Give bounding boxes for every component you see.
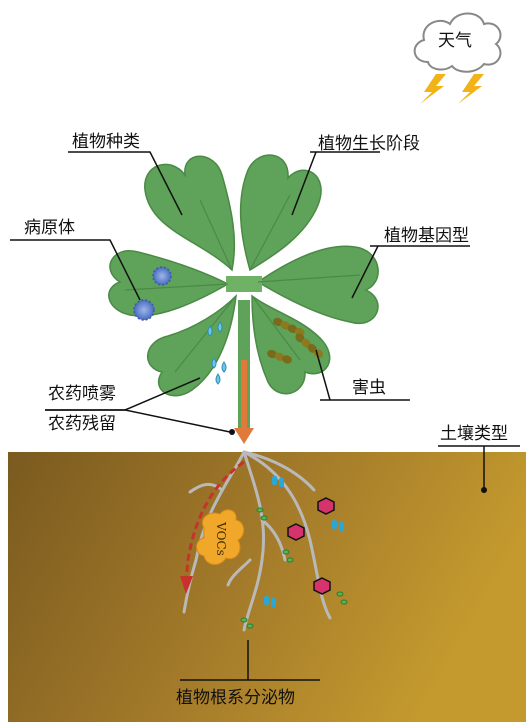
genotype-label: 植物基因型 [384, 226, 469, 246]
growth-stage-label: 植物生长阶段 [318, 134, 420, 154]
stem-arrow [234, 360, 254, 444]
soil-layer [8, 452, 526, 722]
pathogen-label: 病原体 [24, 218, 75, 238]
pesticide-spray-label: 农药喷雾 [48, 384, 116, 404]
leaf-left [109, 251, 228, 316]
pest-label: 害虫 [352, 378, 386, 398]
leaf-upper-left [145, 156, 235, 270]
soil-type-label: 土壤类型 [440, 424, 508, 444]
vocs-label: VOCs [214, 522, 228, 556]
pesticide-residue-label: 农药残留 [48, 414, 116, 434]
root-exudates-label: 植物根系分泌物 [176, 688, 295, 708]
weather-label: 天气 [438, 26, 472, 51]
plant-species-label: 植物种类 [72, 132, 140, 152]
